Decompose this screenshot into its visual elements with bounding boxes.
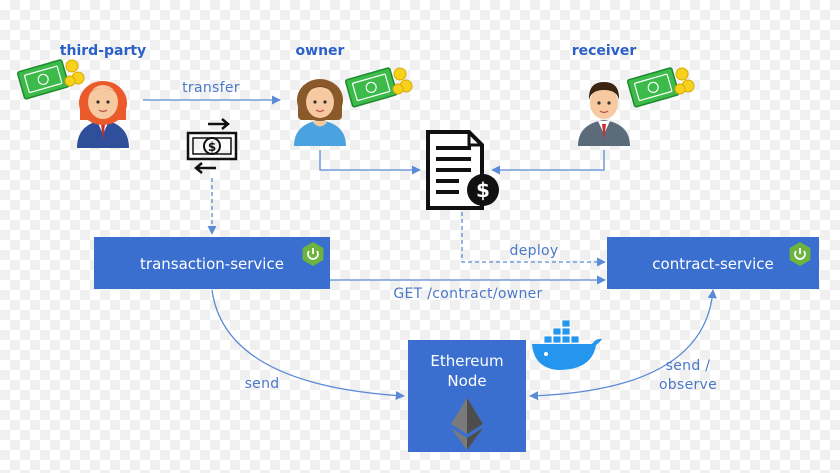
contract-service-box[interactable]: contract-service [607, 237, 819, 289]
receiver-label: receiver [572, 43, 637, 59]
ethereum-node-box[interactable]: Ethereum Node [408, 340, 526, 452]
get-owner-label: GET /contract/owner [393, 286, 542, 302]
money-icon [344, 66, 413, 108]
spring-boot-icon [789, 242, 811, 266]
receiver-person-icon [578, 82, 630, 146]
owner-to-contract-edge [319, 150, 421, 175]
svg-text:$: $ [476, 178, 490, 202]
ethereum-node-label-line1: Ethereum [430, 352, 503, 370]
contract-icon: $ [426, 130, 499, 210]
docker-icon [532, 319, 602, 370]
transfer-label: transfer [182, 80, 240, 96]
third-party-person-icon [77, 81, 129, 148]
send-label: send [245, 376, 280, 392]
ethereum-node-label-line2: Node [447, 372, 486, 390]
contract-service-label: contract-service [652, 255, 773, 273]
receiver-to-contract-edge [491, 150, 605, 175]
money-icon [626, 66, 695, 108]
transaction-service-label: transaction-service [140, 255, 284, 273]
owner-person-icon [294, 79, 346, 146]
deploy-edge [461, 212, 606, 267]
send-observe-edge [529, 289, 717, 401]
third-party-label: third-party [60, 43, 146, 59]
transfer-icon: $ [186, 118, 238, 174]
spring-boot-icon [302, 242, 324, 266]
deploy-label: deploy [510, 243, 559, 259]
transaction-service-box[interactable]: transaction-service [94, 237, 330, 289]
send-edge [211, 289, 405, 401]
money-icon [16, 58, 85, 100]
svg-text:$: $ [208, 140, 216, 154]
send-observe-label-1: send / [666, 358, 711, 374]
send-observe-label-2: observe [659, 377, 717, 393]
owner-label: owner [296, 43, 345, 59]
ethereum-icon [451, 398, 483, 450]
